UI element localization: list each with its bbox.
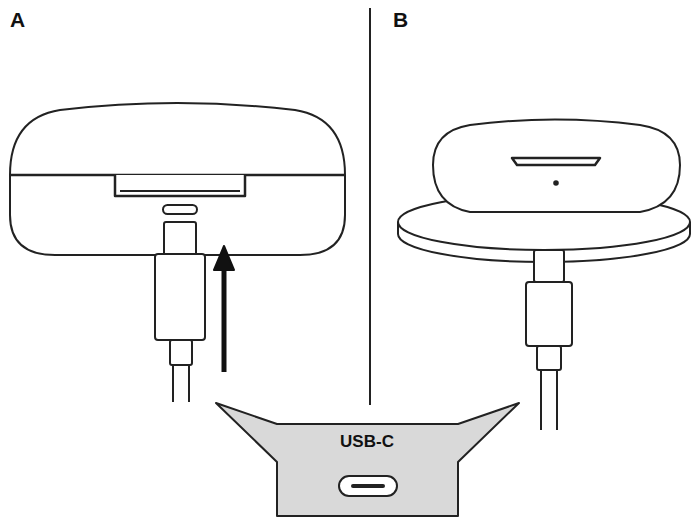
callout-text: USB-C [340,432,394,452]
callout-outline [216,403,519,516]
lid-notch [115,175,245,196]
strain-relief [537,346,561,370]
cable-connector [526,282,572,346]
panel-letter: A [10,8,25,32]
usb-plug [534,250,564,282]
cable-connector [155,254,205,340]
panel-letter: B [393,8,408,32]
strain-relief [170,340,192,365]
cable [540,370,542,430]
usb-plug [164,222,196,255]
arrow-head [214,246,234,270]
charging-case [433,120,680,213]
usb-c-port-tongue [351,484,385,488]
panel-divider [369,8,371,405]
usb-c-port-icon [339,476,397,496]
cable [188,365,190,402]
cable [556,370,558,430]
lid-notch-inner [120,190,240,192]
status-led [554,181,558,185]
usb-port [163,205,197,214]
cable [172,365,174,402]
callout-shape [215,400,520,518]
callout-box: USB-C [215,400,520,518]
charging-case [10,103,345,255]
lid-notch [512,158,600,165]
insert-arrow [222,268,227,372]
